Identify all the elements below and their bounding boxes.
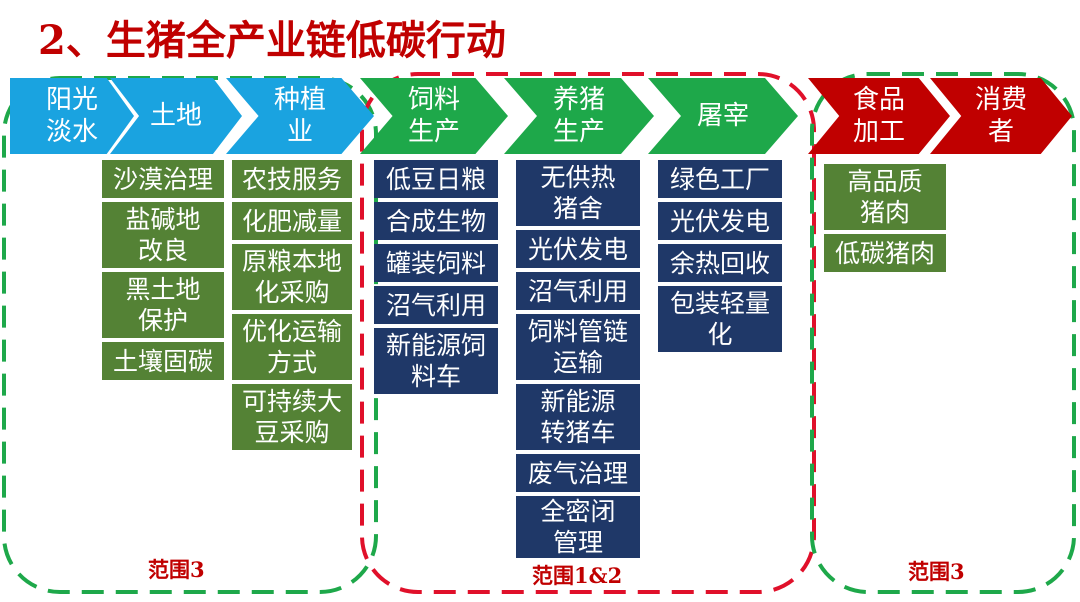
action-box: 低豆日粮 bbox=[374, 160, 498, 198]
stage-label: 阳光 淡水 bbox=[45, 85, 98, 147]
land-actions-column: 沙漠治理 盐碱地 改良 黑土地 保护 土壤固碳 bbox=[102, 160, 224, 380]
action-box: 绿色工厂 bbox=[658, 160, 782, 198]
food-processing-actions-column: 高品质 猪肉 低碳猪肉 bbox=[824, 164, 946, 272]
scope-label-left: 范围3 bbox=[148, 557, 205, 582]
action-box: 罐装饲料 bbox=[374, 244, 498, 282]
stage-label: 饲料 生产 bbox=[407, 85, 460, 147]
action-box: 无供热 猪舍 bbox=[516, 160, 640, 226]
action-box: 余热回收 bbox=[658, 244, 782, 282]
action-box: 优化运输 方式 bbox=[232, 314, 352, 380]
action-box: 沼气利用 bbox=[516, 272, 640, 310]
stage-arrow-sunlight-water: 阳光 淡水 bbox=[10, 78, 134, 154]
action-box: 黑土地 保护 bbox=[102, 272, 224, 338]
action-box: 饲料管链 运输 bbox=[516, 314, 640, 380]
feed-actions-column: 低豆日粮 合成生物 罐装饲料 沼气利用 新能源饲 料车 bbox=[374, 160, 498, 394]
action-box: 光伏发电 bbox=[658, 202, 782, 240]
action-box: 土壤固碳 bbox=[102, 342, 224, 380]
stage-label: 养猪 生产 bbox=[552, 85, 605, 147]
action-box: 高品质 猪肉 bbox=[824, 164, 946, 230]
action-box: 废气治理 bbox=[516, 454, 640, 492]
stage-arrow-pig-production: 养猪 生产 bbox=[504, 78, 654, 154]
stage-label: 消费 者 bbox=[974, 85, 1027, 147]
scope-label-middle: 范围1&2 bbox=[532, 563, 623, 588]
action-box: 新能源 转猪车 bbox=[516, 384, 640, 450]
pig-production-actions-column: 无供热 猪舍 光伏发电 沼气利用 饲料管链 运输 新能源 转猪车 废气治理 全密… bbox=[516, 160, 640, 558]
planting-actions-column: 农技服务 化肥减量 原粮本地 化采购 优化运输 方式 可持续大 豆采购 bbox=[232, 160, 352, 450]
slaughter-actions-column: 绿色工厂 光伏发电 余热回收 包装轻量 化 bbox=[658, 160, 782, 352]
action-box: 包装轻量 化 bbox=[658, 286, 782, 352]
action-box: 沼气利用 bbox=[374, 286, 498, 324]
action-box: 光伏发电 bbox=[516, 230, 640, 268]
stage-label: 屠宰 bbox=[696, 101, 749, 131]
stage-label: 土地 bbox=[149, 101, 202, 131]
action-box: 低碳猪肉 bbox=[824, 234, 946, 272]
action-box: 化肥减量 bbox=[232, 202, 352, 240]
action-box: 合成生物 bbox=[374, 202, 498, 240]
action-box: 原粮本地 化采购 bbox=[232, 244, 352, 310]
action-box: 可持续大 豆采购 bbox=[232, 384, 352, 450]
action-box: 盐碱地 改良 bbox=[102, 202, 224, 268]
action-box: 沙漠治理 bbox=[102, 160, 224, 198]
stage-label: 种植 业 bbox=[273, 85, 326, 147]
action-box: 新能源饲 料车 bbox=[374, 328, 498, 394]
action-box: 农技服务 bbox=[232, 160, 352, 198]
stage-label: 食品 加工 bbox=[852, 85, 905, 147]
scope-frame-right bbox=[810, 72, 1076, 594]
action-box: 全密闭 管理 bbox=[516, 496, 640, 558]
page-title: 2、生猪全产业链低碳行动 bbox=[38, 17, 506, 64]
scope-label-right: 范围3 bbox=[908, 559, 965, 584]
